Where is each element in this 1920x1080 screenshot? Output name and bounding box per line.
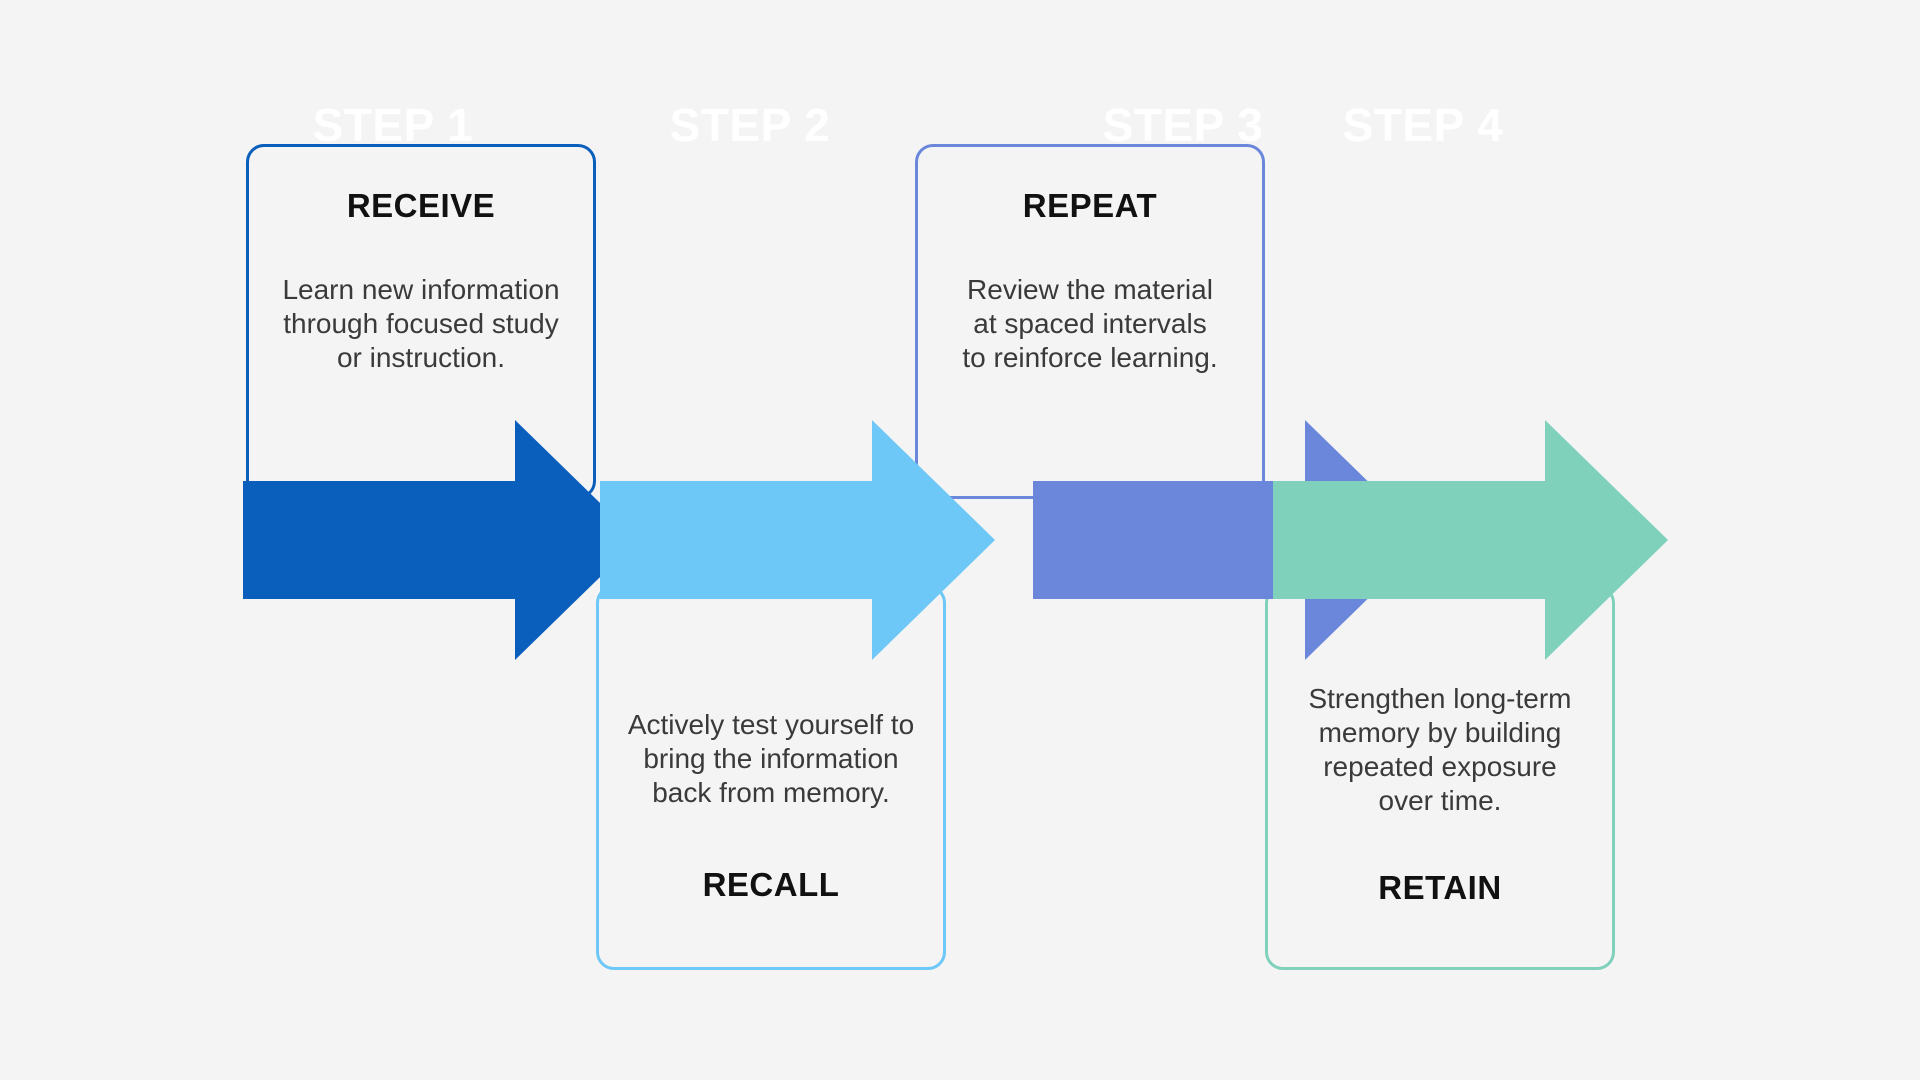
step-arrow-3[interactable] — [1033, 415, 1453, 665]
step-card-title: REPEAT — [1022, 187, 1158, 224]
step-card-description: Learn new information through focused st… — [282, 274, 560, 374]
step-card-receive[interactable]: RECEIVE Learn new information through fo… — [246, 144, 596, 499]
chevron-arrow-icon — [243, 420, 638, 660]
step-arrow-4[interactable] — [1273, 415, 1693, 665]
step-arrow-label-4: STEP 4 — [1342, 99, 1504, 151]
step-card-title: RETAIN — [1378, 868, 1502, 906]
step-card-title: RECALL — [702, 866, 840, 904]
step-arrow-2[interactable] — [600, 415, 1020, 665]
step-card-title: RECEIVE — [346, 187, 496, 224]
step-arrow-label-2: STEP 2 — [669, 99, 831, 151]
step-card-description: Review the material at spaced intervals … — [962, 274, 1218, 374]
step-card-description: Actively test yourself to bring the info… — [627, 709, 915, 809]
step-card-description: Strengthen long-term memory by building … — [1308, 683, 1572, 817]
chevron-arrow-icon — [1033, 420, 1428, 660]
step-card-repeat[interactable]: REPEAT Review the material at spaced int… — [915, 144, 1265, 499]
step-card-retain[interactable]: Strengthen long-term memory by building … — [1265, 585, 1615, 970]
chevron-arrow-icon — [600, 420, 995, 660]
chevron-arrow-icon — [1273, 420, 1668, 660]
step-card-recall[interactable]: Actively test yourself to bring the info… — [596, 585, 946, 970]
step-arrow-1[interactable] — [243, 415, 663, 665]
